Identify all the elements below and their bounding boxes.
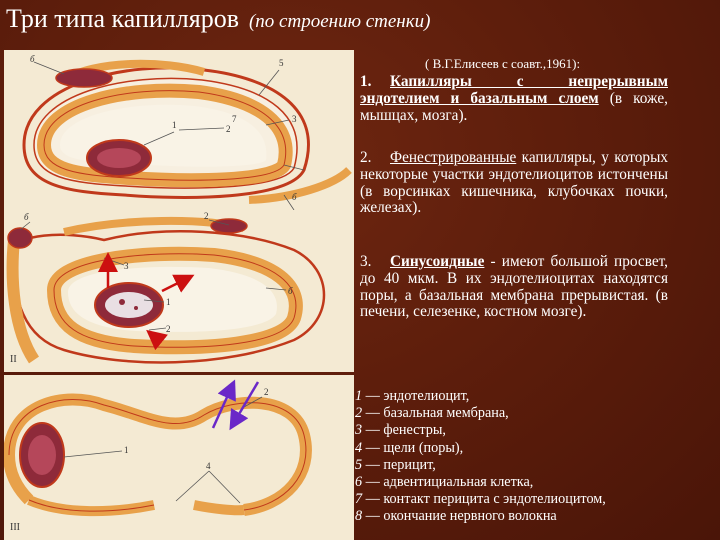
legend: 1 — эндотелиоцит, 2 — базальная мембрана… xyxy=(355,388,685,526)
fig1-label: 2 xyxy=(226,124,231,134)
fig2-label: б xyxy=(288,286,293,296)
legend-item: 7 — контакт перицита с эндотелиоцитом, xyxy=(355,491,685,508)
legend-item: 6 — адвентициальная клетка, xyxy=(355,474,685,491)
fig3-label: III xyxy=(10,522,20,533)
fig3-label: 1 xyxy=(124,445,129,455)
legend-item: 3 — фенестры, xyxy=(355,422,685,439)
fig3-label: 2 xyxy=(264,387,269,397)
fig2-label: 1 xyxy=(166,297,171,307)
fig3-label: 4 xyxy=(206,461,211,471)
title-subtitle: (по строению стенки) xyxy=(249,11,430,32)
figure-sinusoidal-capillary: 2 1 4 III xyxy=(4,375,354,540)
type-3-name: Синусоидные xyxy=(390,253,484,270)
legend-item: 8 — окончание нервного волокна xyxy=(355,508,685,525)
legend-item: 1 — эндотелиоцит, xyxy=(355,388,685,405)
type-2: 2.Фенестрированные капилляры, у которых … xyxy=(360,150,668,217)
fig1-label: 5 xyxy=(279,58,284,68)
fig2-label: II xyxy=(10,354,17,365)
legend-item: 5 — перицит, xyxy=(355,457,685,474)
figure-fenestrated-capillary: б 2 3 б 1 2 II xyxy=(4,210,354,372)
fig1-label: 7 xyxy=(232,114,237,124)
type-2-number: 2. xyxy=(360,150,390,167)
type-2-name: Фенестрированные xyxy=(390,149,516,166)
slide-title: Три типа капилляров (по строению стенки) xyxy=(6,4,430,34)
figure-continuous-capillary: б 5 2 7 1 3 б xyxy=(4,50,354,210)
fig1-label: 3 xyxy=(292,114,297,124)
fig1-label: 1 xyxy=(172,120,177,130)
fig1-label: б xyxy=(30,54,35,64)
title-main: Три типа капилляров xyxy=(6,4,239,33)
fig2-label: 3 xyxy=(124,261,129,271)
fig1-label: б xyxy=(292,192,297,202)
legend-item: 4 — щели (поры), xyxy=(355,440,685,457)
type-1-number: 1. xyxy=(360,74,390,91)
type-3: 3.Синусоидные - имеют большой просвет, д… xyxy=(360,254,668,321)
type-1: 1.Капилляры с непрерывным эндотелием и б… xyxy=(360,74,668,124)
legend-item: 2 — базальная мембрана, xyxy=(355,405,685,422)
type-3-number: 3. xyxy=(360,254,390,271)
fig2-label: б xyxy=(24,212,29,222)
fig2-label: 2 xyxy=(204,211,209,221)
fig2-label: 2 xyxy=(166,324,171,334)
reference-text: ( В.Г.Елисеев с соавт.,1961): xyxy=(425,56,580,72)
